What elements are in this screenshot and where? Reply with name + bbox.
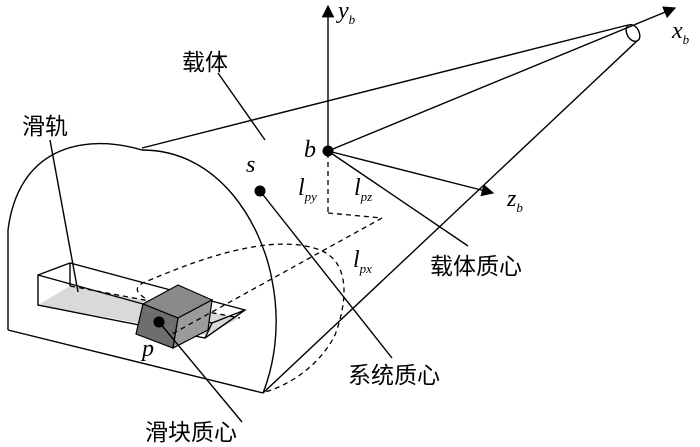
centroid-points (153, 145, 334, 328)
lpz-label: lpz (354, 175, 372, 204)
point-s-label: s (246, 152, 255, 178)
cone-bottom-edge (7, 329, 264, 394)
point-b-dot (322, 145, 334, 157)
carrier-centroid-leader (327, 150, 469, 247)
slider-centroid-leader (158, 321, 243, 423)
label-carrier: 载体 (182, 50, 228, 76)
point-b-label: b (304, 137, 316, 163)
rail-inner-dash (69, 285, 241, 319)
point-s-dot (254, 185, 266, 197)
point-p-dot (153, 316, 165, 328)
point-p-label: p (140, 336, 154, 362)
label-slider-centroid: 滑块质心 (145, 420, 237, 446)
z-axis-label: zb (506, 186, 523, 215)
x-axis-label: xb (671, 18, 690, 47)
z-axis (327, 150, 495, 197)
system-centroid-leader (259, 190, 393, 359)
y-axis-label: yb (336, 0, 356, 27)
label-system-centroid: 系统质心 (348, 363, 440, 389)
rail-leader (49, 139, 79, 293)
hidden-arc (136, 243, 345, 393)
lpz-dash (327, 212, 383, 219)
slider-side (172, 298, 213, 350)
label-carrier-centroid: 载体质心 (430, 254, 522, 280)
lpx-dash (171, 217, 383, 335)
carrier-body (7, 23, 641, 394)
cone-tip-ellipse (625, 23, 641, 43)
x-axis (327, 6, 677, 152)
label-rail: 滑轨 (22, 114, 68, 140)
rail-edge-3 (204, 322, 213, 339)
cone-lower-edge (262, 39, 639, 394)
leader-lines (49, 72, 469, 423)
rail-edge-2 (211, 309, 246, 324)
lpx-label: lpx (353, 247, 372, 276)
cone-top-edge (141, 24, 629, 149)
lpy-label: lpy (298, 175, 317, 204)
carrier-leader (217, 72, 266, 141)
rail-outline (37, 262, 247, 339)
offset-lines (171, 153, 383, 335)
slider-block (135, 284, 214, 350)
cone-front-arc (7, 143, 277, 394)
body-axes (321, 4, 677, 197)
